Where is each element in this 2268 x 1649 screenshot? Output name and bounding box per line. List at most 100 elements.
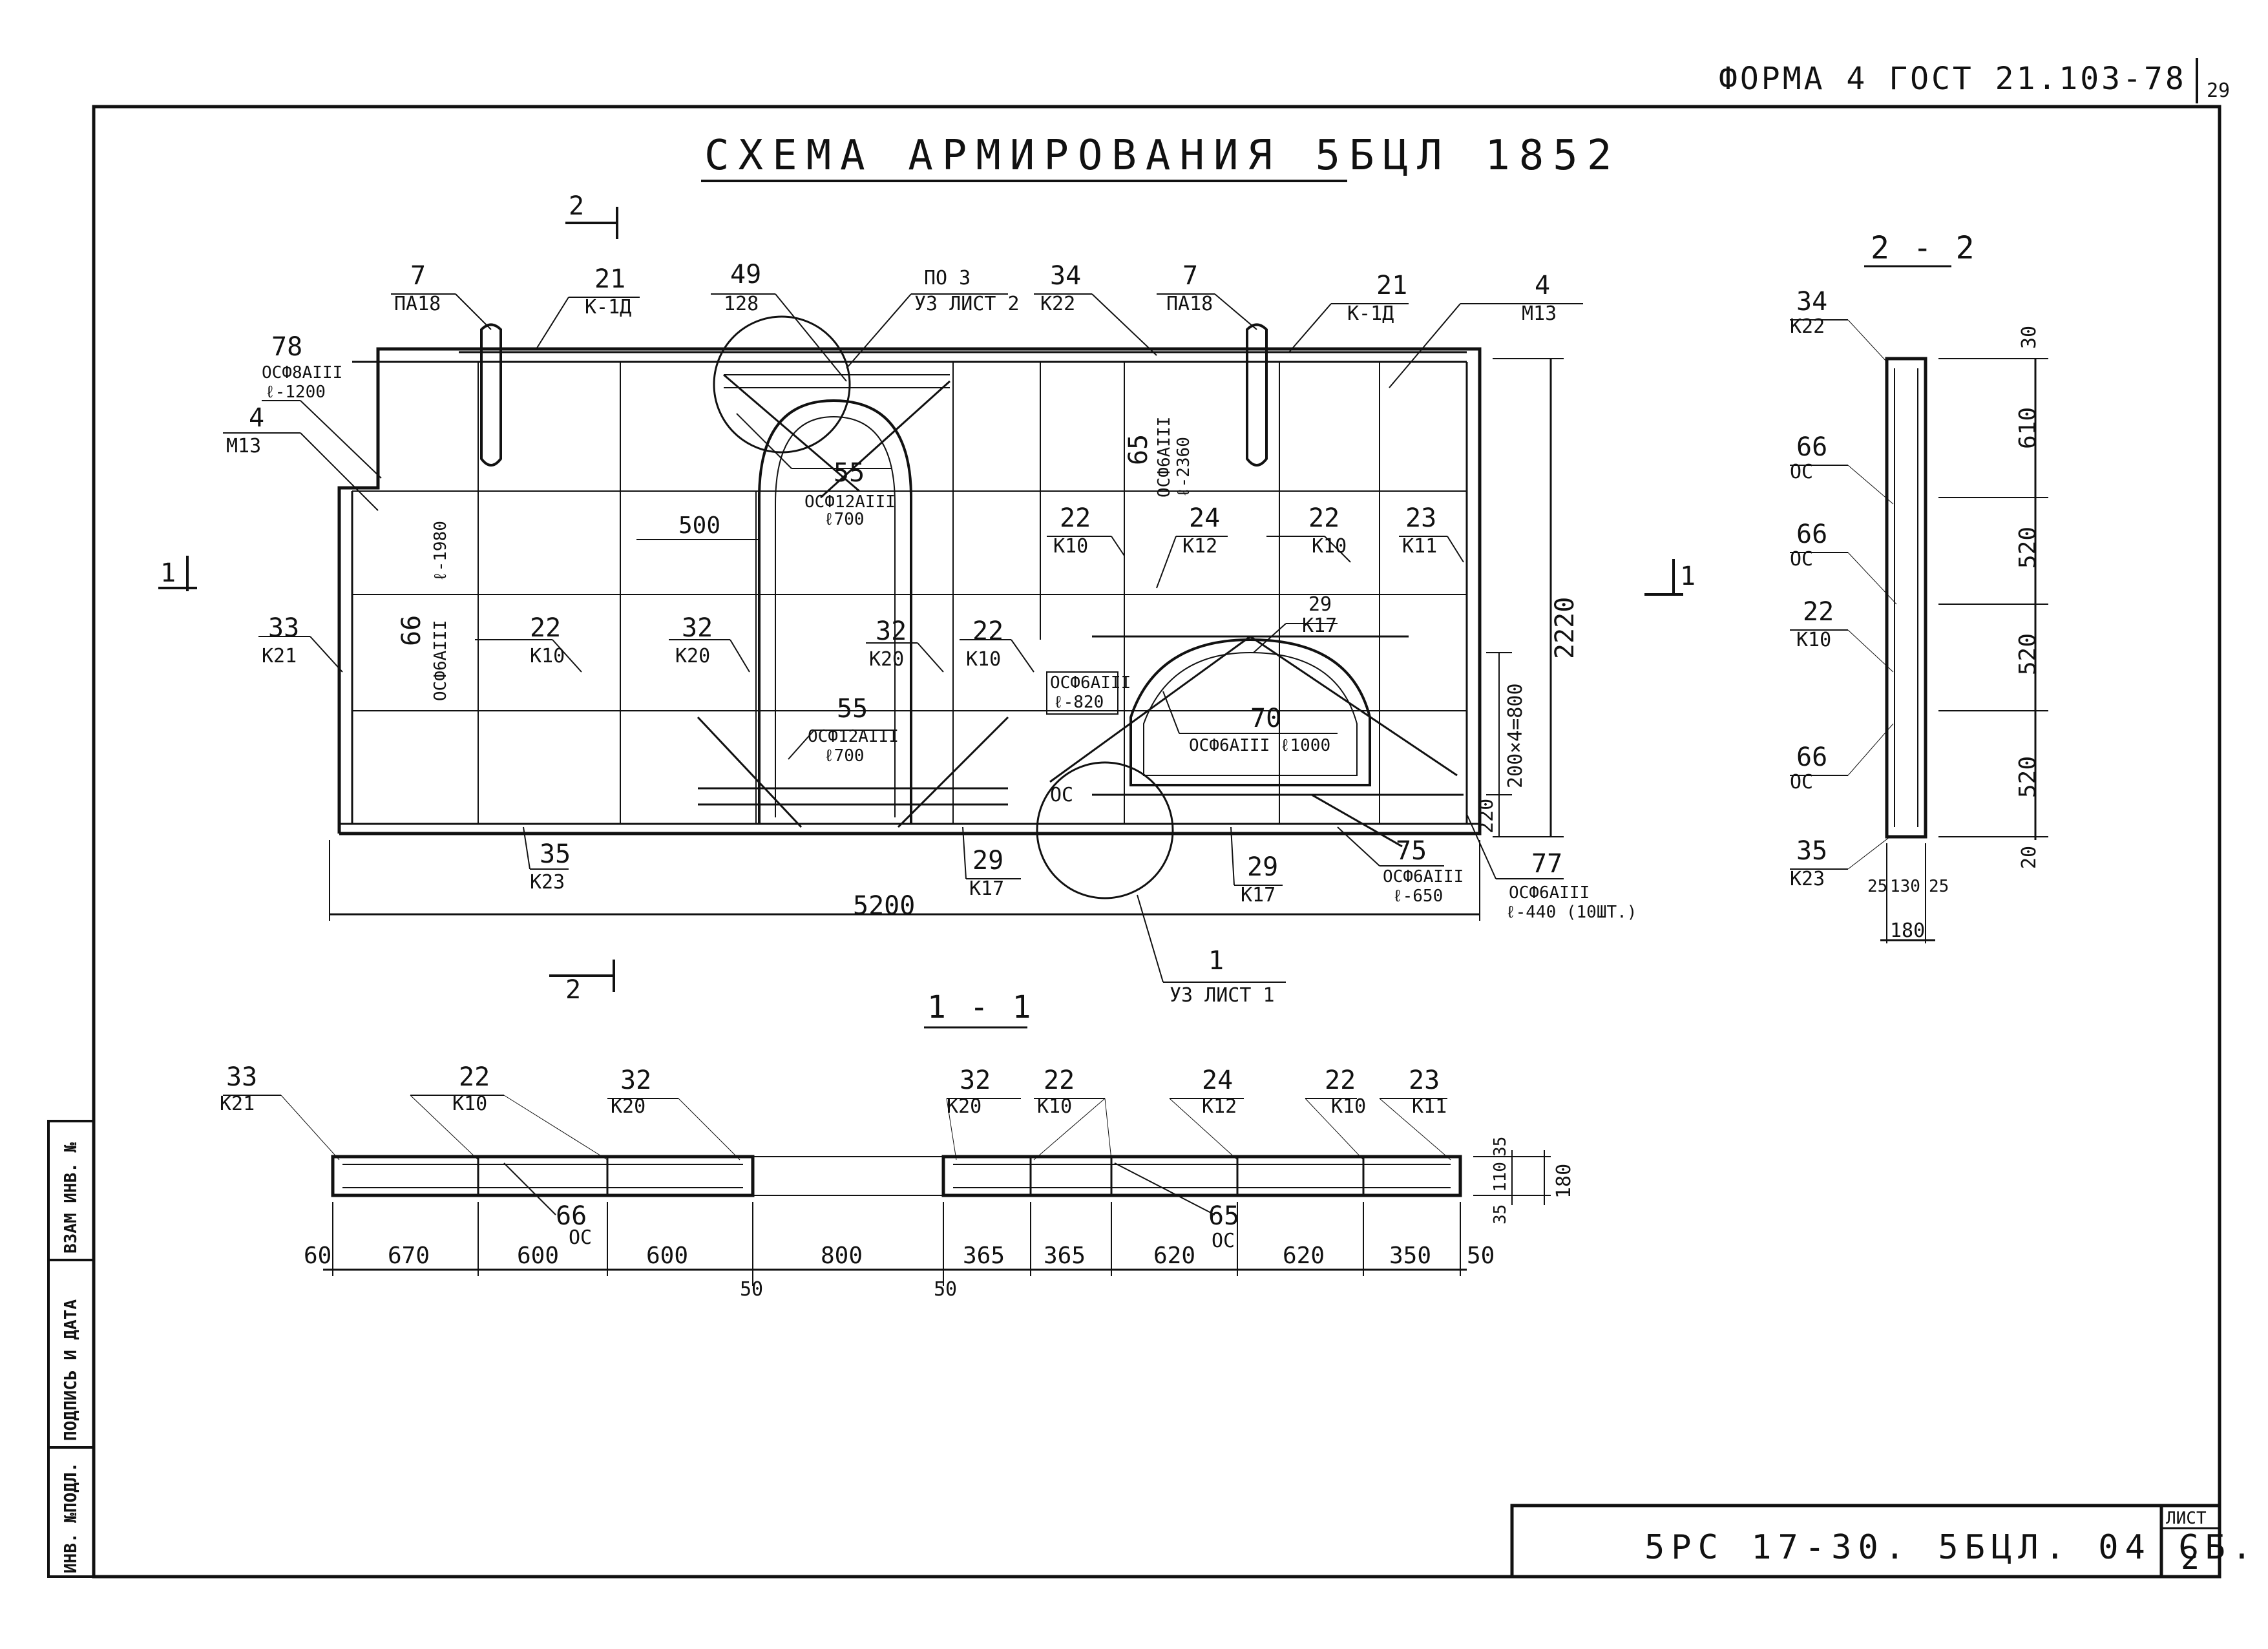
callout-77-steel: ОСФ6АIII <box>1509 883 1590 903</box>
s22-label-66b: 66 <box>1796 520 1827 549</box>
callout-24a-num: 24 <box>1189 503 1220 533</box>
s22-dim-25a: 25 <box>1867 877 1887 896</box>
callout-78-num: 78 <box>271 332 302 362</box>
callout-75-num: 75 <box>1396 836 1427 866</box>
s22-label-os-c: ОС <box>1790 771 1813 793</box>
callout-49-ref: 128 <box>724 293 759 315</box>
callout-32a-ref: К20 <box>675 645 710 667</box>
s11-label-22c: 22 <box>1325 1066 1356 1095</box>
callout-29b-num: 29 <box>972 846 1003 876</box>
s11-label-33: 33 <box>226 1062 257 1092</box>
page-number: 29 <box>2207 79 2230 102</box>
s11-vdim-180: 180 <box>1553 1164 1575 1199</box>
s11-label-32a: 32 <box>620 1066 651 1095</box>
s11-dim-800: 800 <box>821 1243 863 1269</box>
s22-dim-30: 30 <box>2018 326 2041 349</box>
callout-1-ref: УЗ ЛИСТ 1 <box>1170 984 1275 1007</box>
sheet-label: ЛИСТ <box>2166 1509 2207 1528</box>
s22-dim-130: 130 <box>1890 877 1920 896</box>
callout-21b-num: 21 <box>1376 271 1407 300</box>
dim-bottom-220: 220 <box>1475 799 1498 834</box>
callout-49-num: 49 <box>730 260 761 289</box>
s11-label-k10b: К10 <box>1037 1095 1072 1118</box>
callout-po3-num: ПО 3 <box>924 267 971 289</box>
s11-vdim-110: 110 <box>1491 1162 1510 1192</box>
callout-7b-ref: ПА18 <box>1166 293 1213 315</box>
s11-dim-620b: 620 <box>1283 1243 1325 1269</box>
callout-21a-ref: К-1Д <box>585 296 631 319</box>
callout-77-num: 77 <box>1531 849 1562 879</box>
s22-label-34: 34 <box>1796 287 1827 317</box>
s11-label-22a: 22 <box>459 1062 490 1092</box>
callout-21b-ref: К-1Д <box>1347 302 1394 325</box>
callout-35a-ref: К23 <box>530 871 565 894</box>
s22-label-66a: 66 <box>1796 432 1827 462</box>
section-2-bottom: 2 <box>565 975 581 1005</box>
s22-label-k23: К23 <box>1790 868 1825 890</box>
callout-os820-steel: ОСФ6АIII <box>1050 673 1131 693</box>
callout-34-num: 34 <box>1050 261 1081 291</box>
callout-33a-num: 33 <box>268 613 299 643</box>
main-elevation <box>329 315 1564 921</box>
sheet-number: 2 <box>2181 1540 2202 1577</box>
s11-label-k10c: К10 <box>1331 1095 1366 1118</box>
callout-32b-ref: К20 <box>869 648 904 671</box>
s11-label-k11: К11 <box>1412 1095 1447 1118</box>
section-22-labels: 34 К22 66 ОС 66 ОС 22 К10 66 ОС 35 К23 3… <box>1790 287 2041 942</box>
callout-22b-num: 22 <box>1308 503 1339 533</box>
callout-23a-ref: К11 <box>1402 535 1437 558</box>
callout-70-steel: ОСФ6АIII ℓ1000 <box>1189 736 1330 755</box>
callout-7b-num: 7 <box>1182 261 1198 291</box>
section-11-drawing <box>223 1095 1551 1286</box>
callout-78-steel: ОСФ8АIII <box>262 363 342 383</box>
callout-29a-ref: К17 <box>1302 614 1337 637</box>
callout-55b-len: ℓ700 <box>824 746 865 766</box>
callout-22d-ref: К10 <box>966 648 1001 671</box>
dim-500: 500 <box>678 512 720 539</box>
side-strip-sign: ПОДПИСЬ И ДАТА <box>61 1299 81 1441</box>
callout-po3-ref: УЗ ЛИСТ 2 <box>914 293 1020 315</box>
s22-label-35: 35 <box>1796 836 1827 866</box>
s11-label-22b: 22 <box>1044 1066 1075 1095</box>
s22-label-os-a: ОС <box>1790 461 1813 483</box>
callout-55a-len: ℓ700 <box>824 510 865 529</box>
s11-dim-620a: 620 <box>1153 1243 1195 1269</box>
drawing-frame <box>92 105 2221 1579</box>
callout-65-len: ℓ-2360 <box>1174 437 1193 498</box>
section-1-left: 1 <box>160 558 176 588</box>
callout-29a-num: 29 <box>1308 593 1332 616</box>
s11-dim-50r: 50 <box>1467 1243 1495 1269</box>
s22-dim-520c: 520 <box>2015 756 2041 798</box>
section-1-right: 1 <box>1680 562 1696 591</box>
s11-vdim-35a: 35 <box>1491 1137 1510 1157</box>
s11-dim-670: 670 <box>388 1243 430 1269</box>
section-marks <box>158 207 1683 992</box>
callout-55b-steel: ОСФ12АIII <box>808 727 899 746</box>
side-strip: ИНВ. №ПОДЛ. ПОДПИСЬ И ДАТА ВЗАМ ИНВ. № <box>47 1120 95 1578</box>
s11-dim-350: 350 <box>1389 1243 1431 1269</box>
s11-label-k12: К12 <box>1202 1095 1237 1118</box>
side-strip-vzam: ВЗАМ ИНВ. № <box>61 1142 81 1254</box>
title-block: 5РС 17-30. 5БЦЛ. 04 СБ. ЛИСТ 2 <box>1510 1504 2252 1579</box>
s11-inner-65: 65 <box>1208 1201 1239 1231</box>
s22-dim-25b: 25 <box>1929 877 1949 896</box>
callout-75-len: ℓ-650 <box>1392 887 1443 906</box>
s11-label-24: 24 <box>1202 1066 1233 1095</box>
callout-21a-num: 21 <box>594 264 625 294</box>
callout-4b-ref: М13 <box>226 435 261 457</box>
callout-32b-num: 32 <box>876 616 907 646</box>
callout-29b-ref: К17 <box>969 877 1004 900</box>
leader-lines <box>223 293 1583 983</box>
dim-length-5200: 5200 <box>853 891 915 921</box>
s22-label-66c: 66 <box>1796 742 1827 772</box>
callout-os-label: ОС <box>1050 784 1073 806</box>
s22-dim-520a: 520 <box>2015 527 2041 569</box>
s22-label-k10: К10 <box>1796 629 1831 651</box>
section-22-title: 2 - 2 <box>1871 230 1977 266</box>
s11-label-k20a: К20 <box>611 1095 646 1118</box>
dim-spacing: 200×4=800 <box>1504 683 1527 788</box>
s11-dim-60: 60 <box>304 1243 331 1269</box>
callout-22c-num: 22 <box>530 613 561 643</box>
side-strip-inv: ИНВ. №ПОДЛ. <box>61 1462 81 1573</box>
